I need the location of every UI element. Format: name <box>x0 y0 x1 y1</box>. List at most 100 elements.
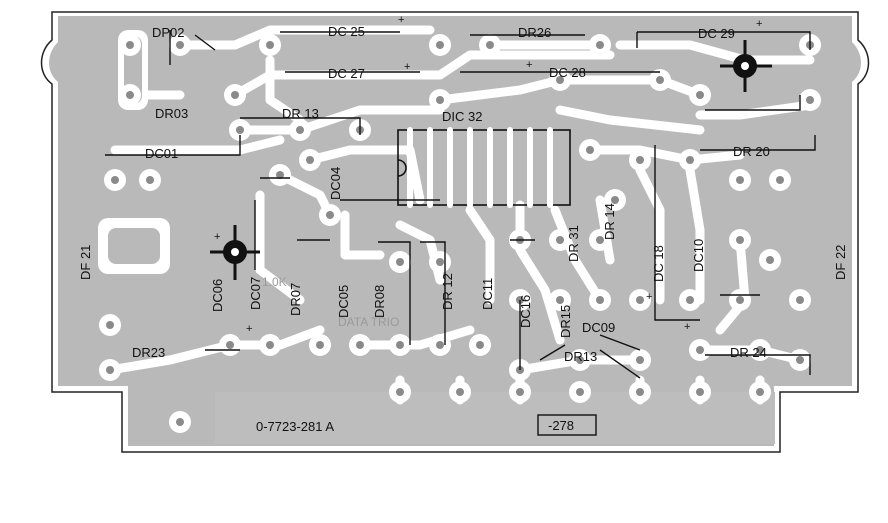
drill-hole <box>796 356 804 364</box>
drill-hole <box>596 41 604 49</box>
polarity-mark: + <box>526 59 532 71</box>
drill-hole <box>556 76 564 84</box>
drill-hole <box>326 211 334 219</box>
drill-hole <box>596 296 604 304</box>
mounting-hole-left <box>210 225 260 280</box>
drill-hole <box>126 91 134 99</box>
drill-hole <box>296 126 304 134</box>
drill-hole <box>686 156 694 164</box>
polarity-mark: + <box>214 231 220 243</box>
board-markings: 0-7723-281 A -278 <box>256 414 597 436</box>
drill-hole <box>636 356 644 364</box>
label-dc16: DC16 <box>518 295 533 328</box>
label-dc01: DC01 <box>145 146 178 161</box>
df21-connector-outline <box>98 218 170 274</box>
copper-traces <box>105 25 815 405</box>
label-dc05: DC05 <box>336 285 351 318</box>
drill-hole <box>756 346 764 354</box>
label-dr15: DR15 <box>558 305 573 338</box>
drill-hole <box>476 341 484 349</box>
drill-hole <box>396 341 404 349</box>
drill-hole <box>776 176 784 184</box>
drill-hole <box>126 41 134 49</box>
drill-hole <box>636 388 644 396</box>
label-dc07: DC07 <box>248 277 263 310</box>
label-dr03: DR03 <box>155 106 188 121</box>
label-dc28: DC 28 <box>549 65 586 80</box>
drill-hole <box>596 236 604 244</box>
drill-hole <box>556 236 564 244</box>
label-df21: DF 21 <box>78 245 93 280</box>
drill-hole <box>686 296 694 304</box>
drill-hole <box>456 388 464 396</box>
component-labels: DP02 DR03 DC01 DF 21 DC 25 DC 27 DR 13 D… <box>78 24 848 364</box>
drill-hole <box>106 366 114 374</box>
label-dr20: DR 20 <box>733 144 770 159</box>
label-dp02: DP02 <box>152 25 185 40</box>
label-dr26: DR26 <box>518 25 551 40</box>
polarity-mark: + <box>246 323 252 335</box>
drill-hole <box>576 356 584 364</box>
drill-hole <box>266 341 274 349</box>
drill-hole <box>576 388 584 396</box>
label-dic32: DIC 32 <box>442 109 482 124</box>
label-dr07: DR07 <box>288 283 303 316</box>
drill-hole <box>146 176 154 184</box>
drill-hole <box>356 341 364 349</box>
drill-hole <box>796 296 804 304</box>
component-outlines <box>105 30 816 379</box>
mounting-hole-right <box>720 40 772 92</box>
label-dc09: DC09 <box>582 320 615 335</box>
label-dr24: DR 24 <box>730 345 767 360</box>
drill-hole <box>276 171 284 179</box>
drill-hole <box>556 296 564 304</box>
drill-hole <box>806 96 814 104</box>
faint-silkscreen-small: 1.0K <box>262 275 287 289</box>
drill-hole <box>696 91 704 99</box>
drill-hole <box>436 41 444 49</box>
polarity-marks: + + + + + + + + <box>214 14 762 335</box>
label-dc11: DC11 <box>480 278 495 310</box>
polarity-mark: + <box>756 18 762 30</box>
drill-hole <box>756 388 764 396</box>
label-dr08: DR08 <box>372 285 387 318</box>
drill-hole <box>316 341 324 349</box>
ic-footprint <box>397 127 571 208</box>
drill-hole <box>696 346 704 354</box>
drill-hole <box>636 156 644 164</box>
drill-hole <box>636 296 644 304</box>
drill-hole <box>111 176 119 184</box>
silkscreen-faint: DATA TRIO 1.0K <box>262 275 399 329</box>
label-dc29: DC 29 <box>698 26 735 41</box>
polarity-mark: + <box>684 321 690 333</box>
label-dc27: DC 27 <box>328 66 365 81</box>
drill-hole <box>306 156 314 164</box>
label-dr23: DR23 <box>132 345 165 360</box>
label-dc18: DC 18 <box>651 245 666 282</box>
drill-hole <box>396 388 404 396</box>
label-dc10: DC10 <box>691 239 706 272</box>
drill-hole <box>696 388 704 396</box>
drill-hole <box>231 91 239 99</box>
drill-hole <box>226 341 234 349</box>
label-dr13-top: DR 13 <box>282 106 319 121</box>
label-dc25: DC 25 <box>328 24 365 39</box>
drill-hole <box>436 96 444 104</box>
drill-hole <box>436 258 444 266</box>
drill-hole <box>486 41 494 49</box>
label-df22: DF 22 <box>833 245 848 280</box>
drill-hole <box>516 388 524 396</box>
label-dr12: DR 12 <box>440 273 455 310</box>
drill-hole <box>176 41 184 49</box>
drill-hole <box>736 296 744 304</box>
drill-hole <box>656 76 664 84</box>
label-dc06: DC06 <box>210 279 225 312</box>
label-dr14: DR 14 <box>602 203 617 240</box>
drill-hole <box>586 146 594 154</box>
drill-hole <box>176 418 184 426</box>
label-dr13-bottom: DR13 <box>564 349 597 364</box>
label-dc04: DC04 <box>328 167 343 200</box>
polarity-mark: + <box>646 291 652 303</box>
drill-hole <box>106 321 114 329</box>
